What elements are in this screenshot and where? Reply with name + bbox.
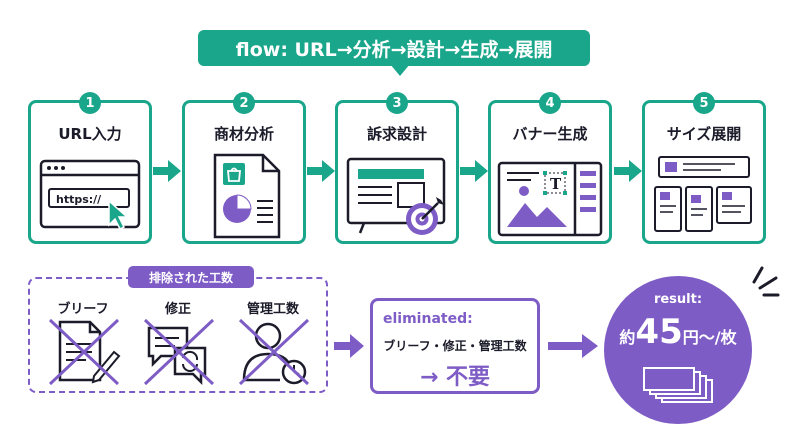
result-value: 約45円〜/枚 [604,312,752,352]
step-number: 5 [693,92,715,114]
eliminated-subtitle: ブリーフ・修正・管理工数 [383,339,527,353]
revision-chat-icon [143,318,215,386]
flow-banner: flow: URL→分析→設計→生成→展開 [198,30,590,66]
step-card-appeal-design: 3 訴求設計 [335,92,459,244]
step-number: 4 [539,92,561,114]
analysis-document-icon [213,153,281,239]
banner-editor-icon: T [497,161,603,237]
arrow-right-icon [460,160,488,182]
text-tool-glyph: T [550,175,562,193]
step-title: URL入力 [58,125,122,143]
eliminated-main: → 不要 [419,365,491,390]
removed-item-revision-label: 修正 [164,302,191,317]
removed-item-brief-label: ブリーフ [57,302,109,317]
multi-size-banners-icon [654,156,752,232]
arrow-right-icon [334,334,364,358]
step-number: 3 [386,92,408,114]
eliminated-title: eliminated: [383,311,473,327]
step-card-size-expansion: 5 サイズ展開 [642,92,766,244]
step-number: 2 [233,92,255,114]
arrow-right-icon [614,160,642,182]
url-field-text: https:// [56,193,102,206]
result-suffix: 円〜/枚 [682,328,737,347]
arrow-right-icon [307,160,335,182]
step-card-product-analysis: 2 商材分析 [182,92,306,244]
browser-window-icon: https:// [39,159,141,231]
step-card-url-input: 1 URL入力 https:// [28,92,152,244]
result-title: result: [653,292,703,307]
brief-document-icon [48,318,121,386]
user-clock-icon [238,318,310,386]
step-title: 訴求設計 [366,125,427,143]
step-number: 1 [79,92,101,114]
flow-banner-pointer [390,64,410,76]
step-title: 商材分析 [213,125,274,143]
step-title: サイズ展開 [666,125,742,143]
removed-item-management-label: 管理工数 [246,302,299,317]
step-card-banner-generation: 4 バナー生成 T [488,92,612,244]
eliminated-box: eliminated: ブリーフ・修正・管理工数 → 不要 [370,298,540,394]
stacked-banners-icon [643,367,713,403]
arrow-right-icon [153,160,181,182]
burst-lines-decoration [752,266,780,297]
cursor-arrow [108,199,129,231]
result-circle: result: 約45円〜/枚 [604,276,752,424]
removed-work-tag: 排除された工数 [128,266,254,288]
result-prefix: 約 [619,328,636,347]
flow-label: flow: URL→分析→設計→生成→展開 [235,38,553,61]
monitor-target-icon [346,157,446,235]
arrow-right-icon [548,334,598,358]
result-number: 45 [635,312,683,352]
step-title: バナー生成 [512,125,588,143]
